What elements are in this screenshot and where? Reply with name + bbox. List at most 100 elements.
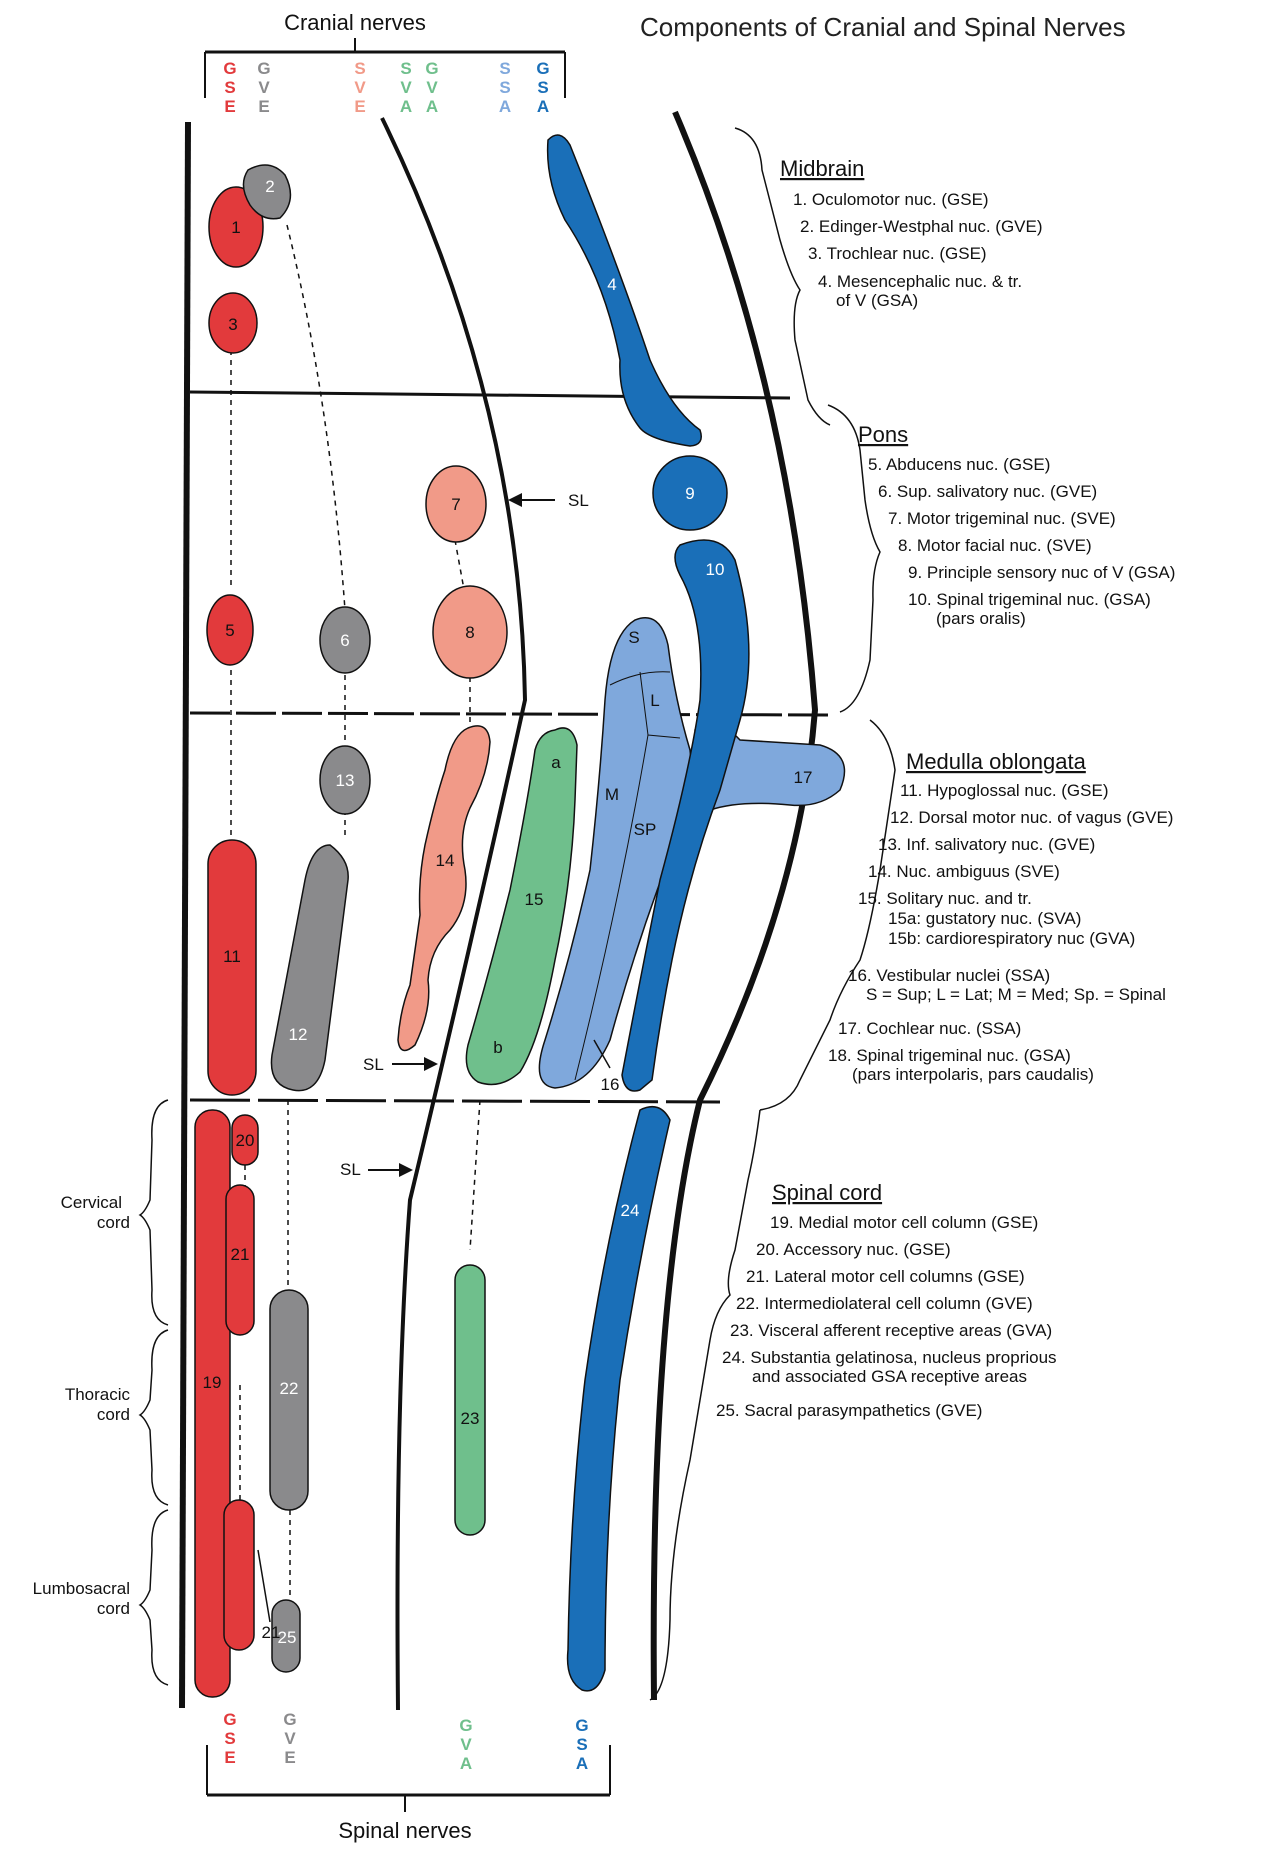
label-n4: 4: [607, 275, 616, 294]
bot-hdr-gse-2: S: [224, 1729, 235, 1748]
legend-item-10: 10. Spinal trigeminal nuc. (GSA): [908, 590, 1151, 609]
bottom-column-headers: GSE GVE GVA GSA: [223, 1710, 588, 1773]
legend-item-14: 14. Nuc. ambiguus (SVE): [868, 862, 1060, 881]
bot-hdr-gva-2: V: [460, 1735, 472, 1754]
svg-text:GSA: GSA: [536, 59, 549, 116]
legend-pons: Pons 5. Abducens nuc. (GSE) 6. Sup. sali…: [858, 422, 1175, 628]
label-n15: 15: [525, 890, 544, 909]
bot-hdr-gse-1: G: [223, 1710, 236, 1729]
label-n18: 18: [686, 991, 705, 1010]
top-hdr-sva-1: S: [400, 59, 411, 78]
cervical-label-1: Cervical: [61, 1193, 122, 1212]
nucleus-11-hypoglossal: [208, 840, 256, 1095]
legend-item-16-key: S = Sup; L = Lat; M = Med; Sp. = Spinal: [866, 985, 1166, 1004]
legend-item-3: 3. Trochlear nuc. (GSE): [808, 244, 987, 263]
thoracic-label-1: Thoracic: [65, 1385, 131, 1404]
bot-hdr-gsa-2: S: [576, 1735, 587, 1754]
legend-item-16: 16. Vestibular nuclei (SSA): [848, 966, 1050, 985]
label-n7: 7: [451, 495, 460, 514]
top-hdr-gva-1: G: [425, 59, 438, 78]
label-n16sp: SP: [634, 820, 657, 839]
top-hdr-ssa-2: S: [499, 78, 510, 97]
label-n25: 25: [278, 1628, 297, 1647]
legend-item-23: 23. Visceral afferent receptive areas (G…: [730, 1321, 1052, 1340]
label-n6: 6: [340, 631, 349, 650]
top-hdr-gse-2: S: [224, 78, 235, 97]
label-n8: 8: [465, 623, 474, 642]
top-hdr-gve-3: E: [258, 97, 269, 116]
legend-item-6: 6. Sup. salivatory nuc. (GVE): [878, 482, 1097, 501]
cranial-nerves-label: Cranial nerves: [284, 10, 426, 35]
legend-item-21: 21. Lateral motor cell columns (GSE): [746, 1267, 1025, 1286]
legend-item-24: 24. Substantia gelatinosa, nucleus propr…: [722, 1348, 1057, 1367]
thoracic-label-2: cord: [97, 1405, 130, 1424]
top-hdr-ssa-1: S: [499, 59, 510, 78]
nucleus-14-ambiguus: [398, 726, 490, 1051]
nucleus-4-mesencephalic: [548, 135, 702, 446]
label-n19: 19: [203, 1373, 222, 1392]
label-n21: 21: [231, 1245, 250, 1264]
legend-medulla: Medulla oblongata 11. Hypoglossal nuc. (…: [828, 749, 1173, 1084]
top-hdr-sve-2: V: [354, 78, 366, 97]
nucleus-12-dorsal-motor-vagus: [271, 845, 348, 1091]
legend-item-24-cont: and associated GSA receptive areas: [752, 1367, 1027, 1386]
sl-label-2: SL: [363, 1055, 384, 1074]
legend-item-10-cont: (pars oralis): [936, 609, 1026, 628]
top-hdr-gsa-1: G: [536, 59, 549, 78]
label-n20: 20: [236, 1131, 255, 1150]
diagram-title: Components of Cranial and Spinal Nerves: [640, 12, 1126, 42]
legend-item-4: 4. Mesencephalic nuc. & tr.: [818, 272, 1022, 291]
svg-text:GSA: GSA: [575, 1716, 588, 1773]
label-n5: 5: [225, 621, 234, 640]
svg-text:GVE: GVE: [257, 59, 270, 116]
legend-item-15a: 15a: gustatory nuc. (SVA): [888, 909, 1081, 928]
cervical-label-2: cord: [97, 1213, 130, 1232]
bot-hdr-gve-1: G: [283, 1710, 296, 1729]
top-hdr-gva-3: A: [426, 97, 438, 116]
legend-item-25: 25. Sacral parasympathetics (GVE): [716, 1401, 982, 1420]
lumbosacral-label-2: cord: [97, 1599, 130, 1618]
top-hdr-sve-1: S: [354, 59, 365, 78]
top-hdr-gve-1: G: [257, 59, 270, 78]
legend-item-18: 18. Spinal trigeminal nuc. (GSA): [828, 1046, 1071, 1065]
svg-text:SVA: SVA: [400, 59, 412, 116]
legend-medulla-heading: Medulla oblongata: [906, 749, 1087, 774]
legend-item-18-cont: (pars interpolaris, pars caudalis): [852, 1065, 1094, 1084]
nucleus-22-intermediolateral: [270, 1290, 308, 1510]
legend-item-20: 20. Accessory nuc. (GSE): [756, 1240, 951, 1259]
svg-text:GVA: GVA: [425, 59, 438, 116]
legend-item-7: 7. Motor trigeminal nuc. (SVE): [888, 509, 1116, 528]
nucleus-23-visceral-afferent: [455, 1265, 485, 1535]
nucleus-21-lateral-motor-lumbosacral: [224, 1500, 254, 1650]
legend-item-17: 17. Cochlear nuc. (SSA): [838, 1019, 1021, 1038]
label-n1: 1: [231, 218, 240, 237]
label-n16s: S: [628, 628, 639, 647]
label-n16l: L: [650, 691, 659, 710]
label-n10: 10: [706, 560, 725, 579]
legend-item-2: 2. Edinger-Westphal nuc. (GVE): [800, 217, 1043, 236]
top-hdr-sva-2: V: [400, 78, 412, 97]
top-hdr-sve-3: E: [354, 97, 365, 116]
legend-pons-heading: Pons: [858, 422, 908, 447]
bottom-bracket: [207, 1745, 610, 1812]
legend-item-1: 1. Oculomotor nuc. (GSE): [793, 190, 989, 209]
svg-text:GVA: GVA: [459, 1716, 472, 1773]
spinal-nerves-label: Spinal nerves: [338, 1818, 471, 1843]
label-n17: 17: [794, 768, 813, 787]
label-n22: 22: [280, 1379, 299, 1398]
label-n9: 9: [685, 484, 694, 503]
label-n2: 2: [265, 177, 274, 196]
svg-text:GVE: GVE: [283, 1710, 296, 1767]
top-hdr-gsa-3: A: [537, 97, 549, 116]
label-n14: 14: [436, 851, 455, 870]
legend-item-15b: 15b: cardiorespiratory nuc (GVA): [888, 929, 1135, 948]
label-n24: 24: [621, 1201, 640, 1220]
legend-item-15: 15. Solitary nuc. and tr.: [858, 889, 1032, 908]
gve-nuclei: [243, 165, 370, 1672]
svg-text:GSE: GSE: [223, 1710, 236, 1767]
label-n13: 13: [336, 771, 355, 790]
legend-spinal-heading: Spinal cord: [772, 1180, 882, 1205]
lumbosacral-label-1: Lumbosacral: [33, 1579, 130, 1598]
